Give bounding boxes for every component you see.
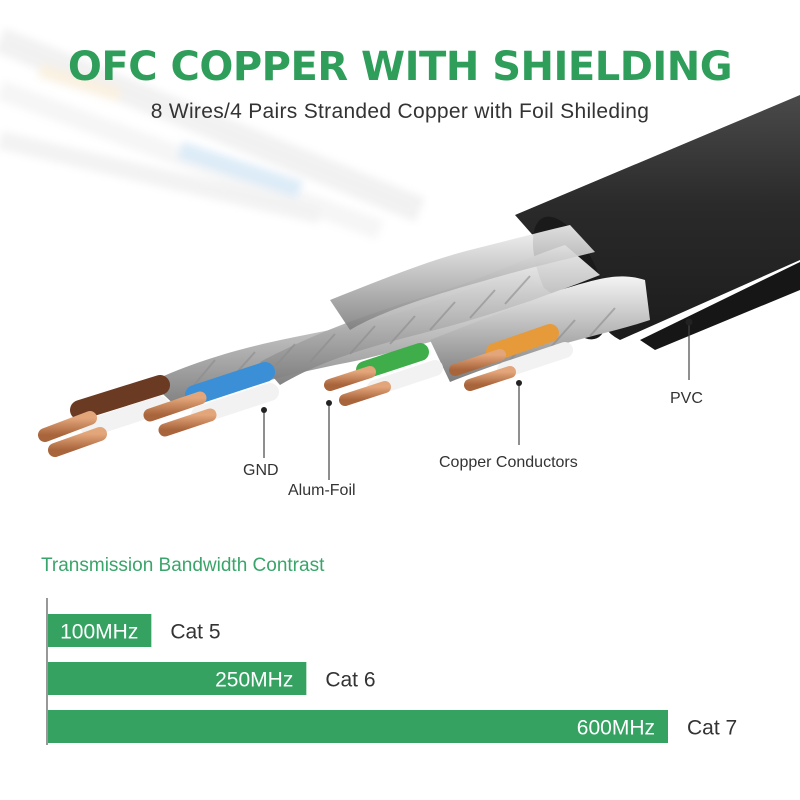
callout-alum-foil: Alum-Foil	[288, 482, 356, 499]
bar-cat-6	[48, 662, 307, 695]
category-label: Cat 5	[170, 621, 220, 644]
bandwidth-bar-chart: 100MHz Cat 5 250MHz Cat 6 600MHz Cat 7	[46, 598, 737, 745]
callout-gnd: GND	[243, 462, 279, 479]
category-label: Cat 6	[325, 669, 375, 692]
bar-value-label: 100MHz	[60, 621, 138, 644]
page-subtitle: 8 Wires/4 Pairs Stranded Copper with Foi…	[150, 100, 650, 123]
callout-pvc: PVC	[670, 390, 703, 407]
bar-cat-5	[48, 614, 152, 647]
bar-value-label: 600MHz	[577, 717, 655, 740]
page-title: OFC COPPER WITH SHIELDING	[67, 44, 733, 90]
bar-value-label: 250MHz	[215, 669, 293, 692]
chart-title: Transmission Bandwidth Contrast	[41, 555, 325, 576]
category-label: Cat 7	[687, 717, 737, 740]
callout-copper-conductors: Copper Conductors	[439, 454, 578, 471]
bar-cat-7	[48, 710, 668, 743]
